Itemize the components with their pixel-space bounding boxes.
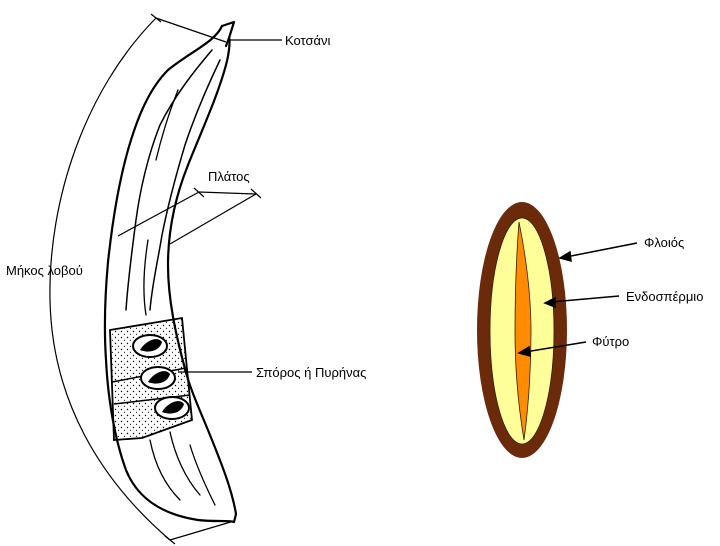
endosperm-label: Ενδοσπέρμιο (626, 290, 703, 303)
pod-ridge-line (144, 240, 148, 315)
germ-label: Φύτρο (592, 335, 629, 348)
seed-in-pod (141, 367, 175, 389)
pod-stem (222, 22, 234, 46)
pod-ridge-line (150, 440, 180, 500)
pod-ridge-line (190, 445, 215, 505)
seed-cross-section (477, 202, 567, 458)
seed-in-pod (133, 335, 167, 357)
seed-or-kernel-label: Σπόρος ή Πυρήνας (256, 366, 366, 379)
pod-outline (105, 26, 236, 522)
pod-length-label: Μήκος λοβού (6, 264, 83, 277)
coat-arrow (566, 243, 637, 257)
pod-ridge-line (170, 432, 200, 495)
pod-length-dimension (50, 14, 234, 544)
seed-in-pod (155, 397, 189, 419)
coat-arrow-head (560, 252, 571, 261)
stem-label: Κοτσάνι (285, 34, 330, 47)
width-label: Πλάτος (208, 170, 250, 183)
carob-pod (105, 22, 236, 522)
coat-label: Φλοιός (644, 236, 684, 249)
pod-ridge-line (150, 60, 220, 310)
